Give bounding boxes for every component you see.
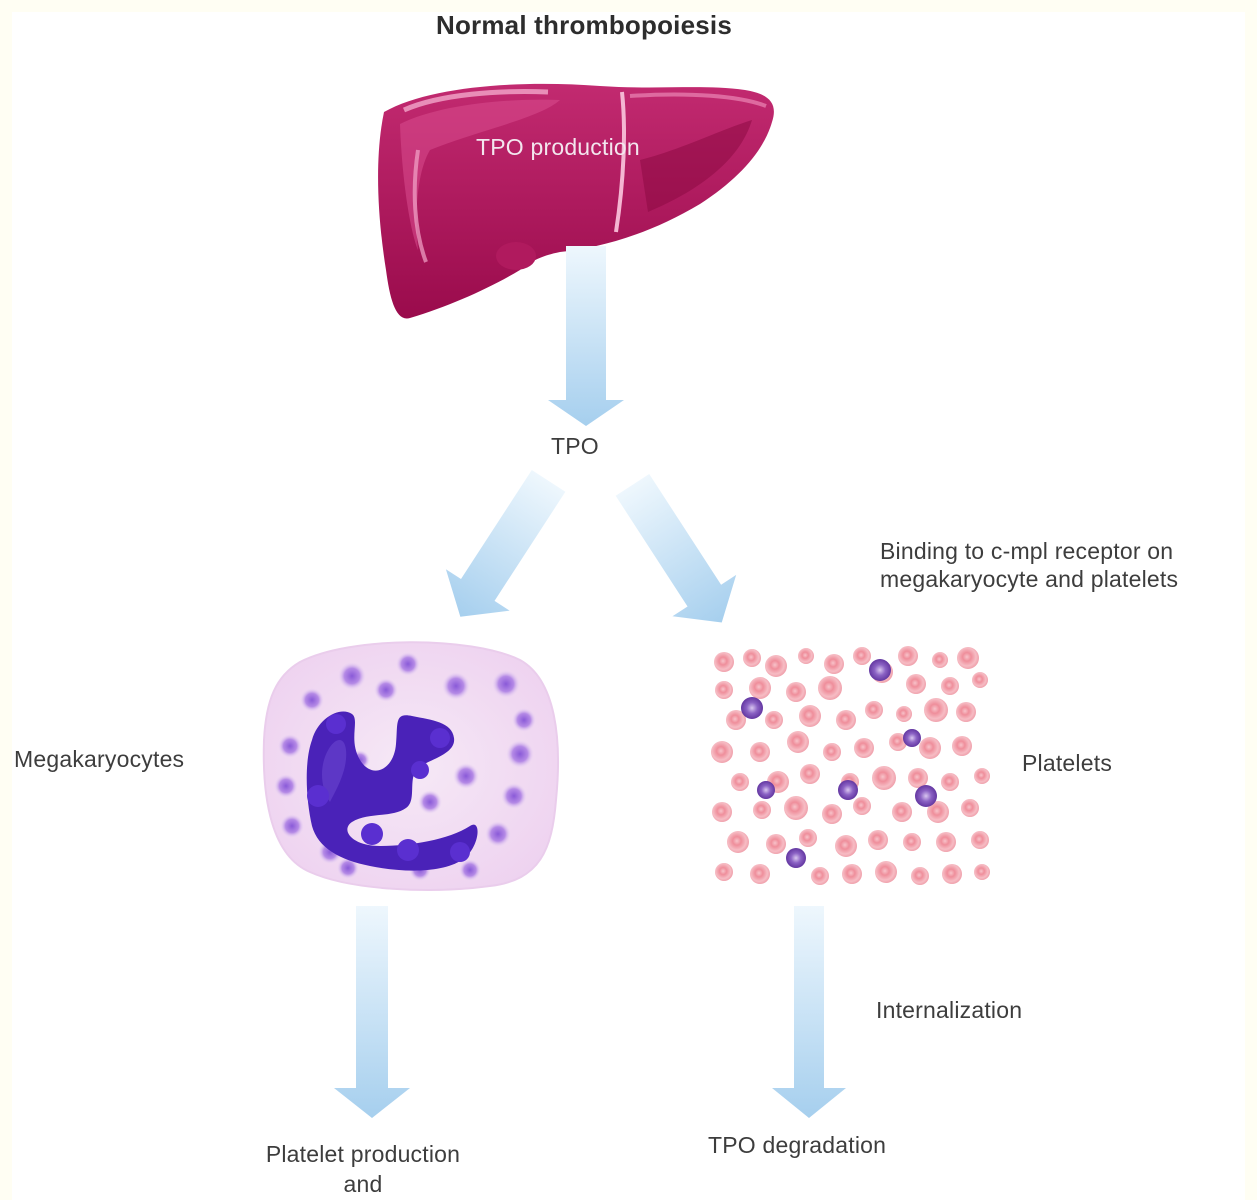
binding-label-line2: megakaryocyte and platelets bbox=[880, 566, 1179, 592]
platelet-production-label: Platelet production and bbox=[246, 1139, 480, 1199]
binding-label-line1: Binding to c-mpl receptor on bbox=[880, 538, 1174, 564]
platelet-production-line2: and bbox=[343, 1171, 383, 1197]
arrow-platelets-to-degradation bbox=[772, 906, 846, 1118]
megakaryocyte-illustration bbox=[262, 641, 560, 891]
arrow-tpo-to-platelets bbox=[615, 474, 737, 623]
degradation-label: TPO degradation bbox=[708, 1132, 887, 1158]
liver-label: TPO production bbox=[476, 134, 640, 160]
arrow-liver-to-tpo bbox=[548, 246, 624, 426]
platelets-illustration bbox=[711, 646, 994, 890]
arrow-tpo-to-megakaryocytes bbox=[445, 470, 566, 617]
tpo-label: TPO bbox=[551, 433, 599, 459]
megakaryocytes-label: Megakaryocytes bbox=[14, 746, 185, 772]
internalization-label: Internalization bbox=[876, 997, 1023, 1023]
platelet-production-line1: Platelet production bbox=[265, 1141, 461, 1167]
liver-illustration bbox=[378, 83, 774, 319]
binding-label: Binding to c-mpl receptor on megakaryocy… bbox=[880, 537, 1250, 593]
arrow-megakaryocytes-to-production bbox=[334, 906, 410, 1118]
platelets-label: Platelets bbox=[1022, 750, 1113, 776]
diagram-title: Normal thrombopoiesis bbox=[435, 10, 732, 40]
